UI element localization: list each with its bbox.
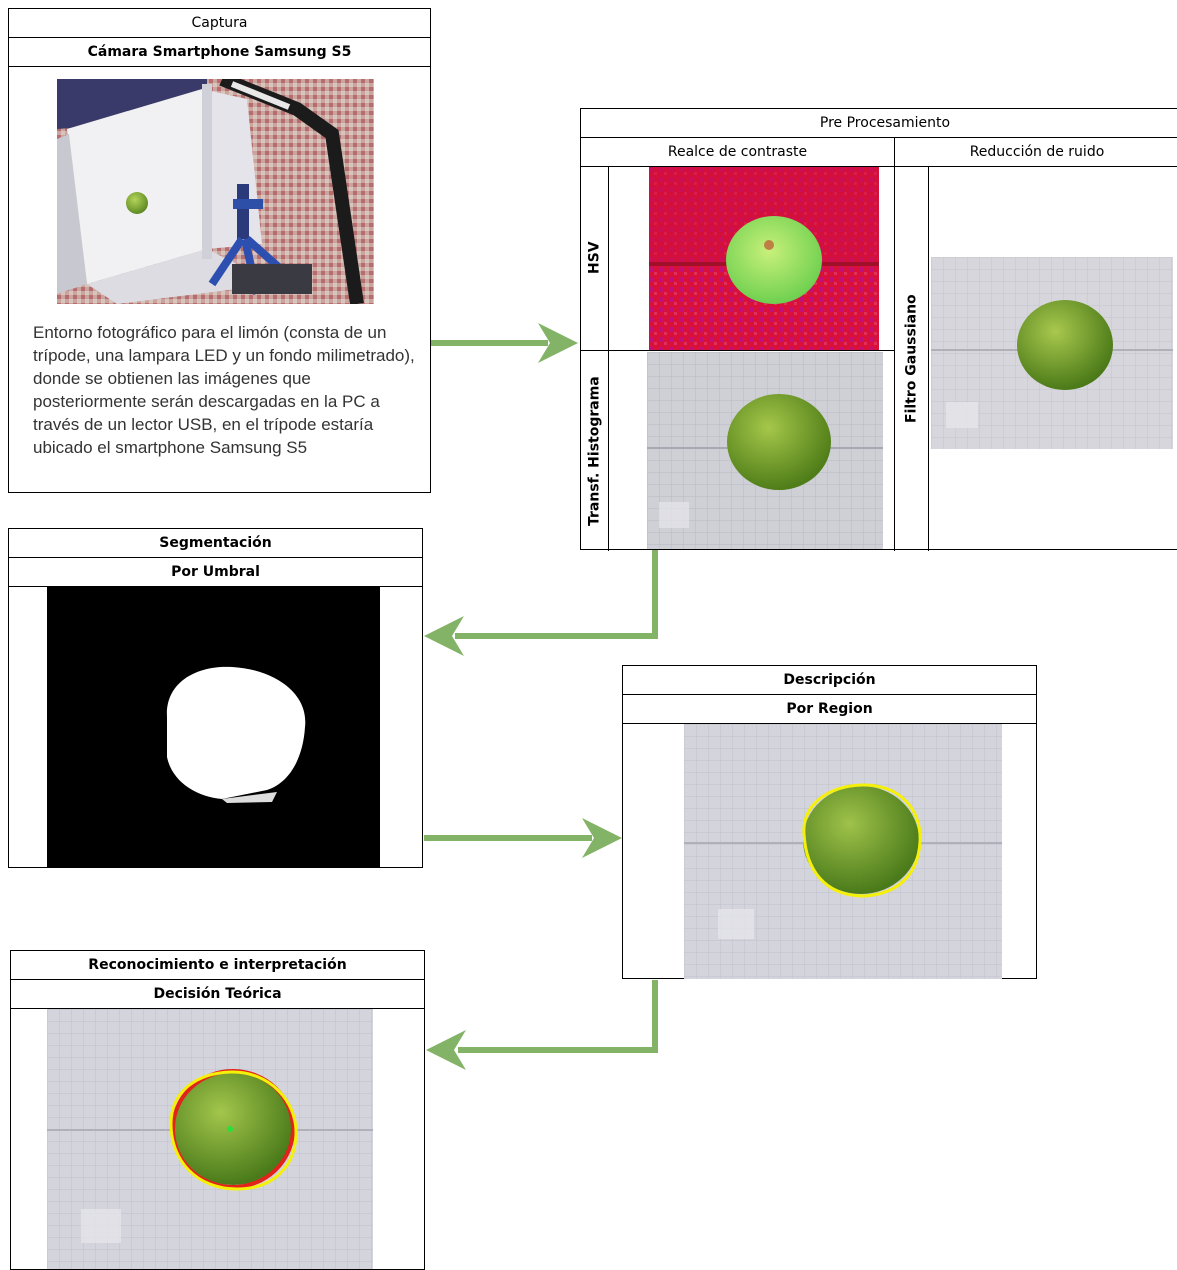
region-image	[684, 724, 1002, 979]
captura-description: Entorno fotográfico para el limón (const…	[33, 323, 415, 457]
descripcion-box: Descripción Por Region	[622, 665, 1037, 979]
histograma-image	[647, 352, 883, 549]
arrowhead-left-1	[424, 616, 464, 656]
preprocesamiento-col-reduccion: Reducción de ruido	[895, 138, 1177, 167]
captura-title: Captura	[9, 9, 430, 38]
descripcion-title: Descripción	[623, 666, 1036, 695]
preprocesamiento-box: Pre Procesamiento Realce de contraste Re…	[580, 108, 1177, 551]
divider	[928, 166, 929, 551]
arrow-preprocesamiento-to-segmentacion	[455, 550, 658, 639]
umbral-image	[47, 587, 380, 868]
divider	[608, 166, 609, 551]
gaussiano-image	[931, 257, 1173, 449]
decision-image	[47, 1009, 373, 1269]
captura-box: Captura Cámara Smartphone Samsung S5	[8, 8, 431, 493]
segmentacion-subtitle: Por Umbral	[9, 558, 422, 587]
arrow-descripcion-to-reconocimiento	[458, 980, 658, 1053]
arrowhead-left-2	[426, 1030, 466, 1070]
photo-studio-image	[57, 79, 374, 304]
row-label-gaussiano: Filtro Gaussiano	[903, 294, 920, 423]
divider	[581, 350, 894, 351]
descripcion-subtitle: Por Region	[623, 695, 1036, 724]
row-label-hsv: HSV	[586, 241, 603, 275]
arrowhead-right-2	[582, 818, 622, 858]
reconocimiento-title: Reconocimiento e interpretación	[11, 951, 424, 980]
reconocimiento-box: Reconocimiento e interpretación Decisión…	[10, 950, 425, 1270]
arrowhead-right-1	[538, 323, 578, 363]
divider	[894, 166, 895, 551]
preprocesamiento-title: Pre Procesamiento	[581, 109, 1177, 138]
hsv-image	[649, 167, 879, 350]
row-label-histograma: Transf. Histograma	[586, 376, 603, 526]
captura-subtitle: Cámara Smartphone Samsung S5	[9, 38, 430, 67]
segmentacion-title: Segmentación	[9, 529, 422, 558]
reconocimiento-subtitle: Decisión Teórica	[11, 980, 424, 1009]
preprocesamiento-col-realce: Realce de contraste	[581, 138, 895, 167]
segmentacion-box: Segmentación Por Umbral	[8, 528, 423, 868]
